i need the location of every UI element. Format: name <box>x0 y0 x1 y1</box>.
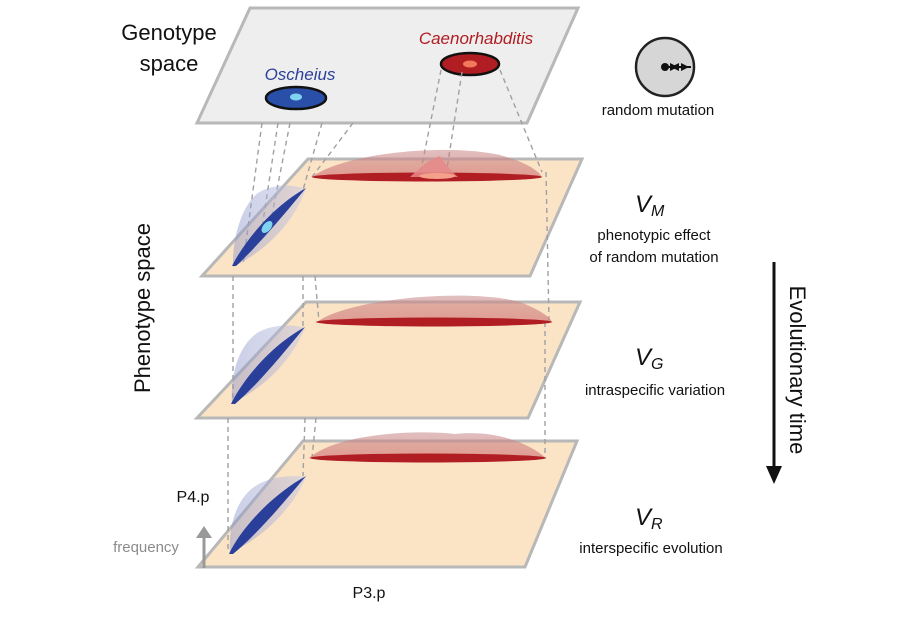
caenorhabditis-label: Caenorhabditis <box>419 29 534 48</box>
evolutionary-time-arrow <box>766 262 782 484</box>
frequency-arrow <box>196 526 212 568</box>
caenorhabditis-genotype-cluster <box>439 51 501 77</box>
caenorhabditis-distribution-vm <box>312 149 542 182</box>
vm-description-line1: phenotypic effect <box>597 227 711 244</box>
oscheius-distribution-vg <box>231 325 305 404</box>
caenorhabditis-distribution-vr <box>309 432 546 463</box>
oscheius-label: Oscheius <box>265 65 336 84</box>
projection-lines <box>227 69 550 550</box>
frequency-label: frequency <box>113 539 179 556</box>
oscheius-distribution-vm <box>232 185 306 267</box>
vg-description: intraspecific variation <box>585 382 725 399</box>
oscheius-genotype-cluster <box>264 85 328 111</box>
vm-description-line2: of random mutation <box>589 249 718 266</box>
random-mutation-label: random mutation <box>602 102 715 119</box>
p3p-axis-label: P3.p <box>353 585 386 602</box>
genotype-space-title-line1: Genotype <box>121 20 216 45</box>
vm-symbol: VM <box>635 191 665 220</box>
genotype-space-title-line2: space <box>140 51 199 76</box>
vr-description: interspecific evolution <box>579 540 722 557</box>
p4p-axis-label: P4.p <box>177 489 210 506</box>
genotype-plane <box>194 6 581 125</box>
vr-symbol: VR <box>635 504 663 533</box>
evolutionary-time-label: Evolutionary time <box>785 286 810 455</box>
oscheius-distribution-vr <box>229 476 306 554</box>
random-mutation-icon <box>634 36 696 98</box>
caenorhabditis-distribution-vg <box>316 295 552 327</box>
vg-symbol: VG <box>635 344 663 373</box>
phenotype-space-title: Phenotype space <box>130 223 155 393</box>
